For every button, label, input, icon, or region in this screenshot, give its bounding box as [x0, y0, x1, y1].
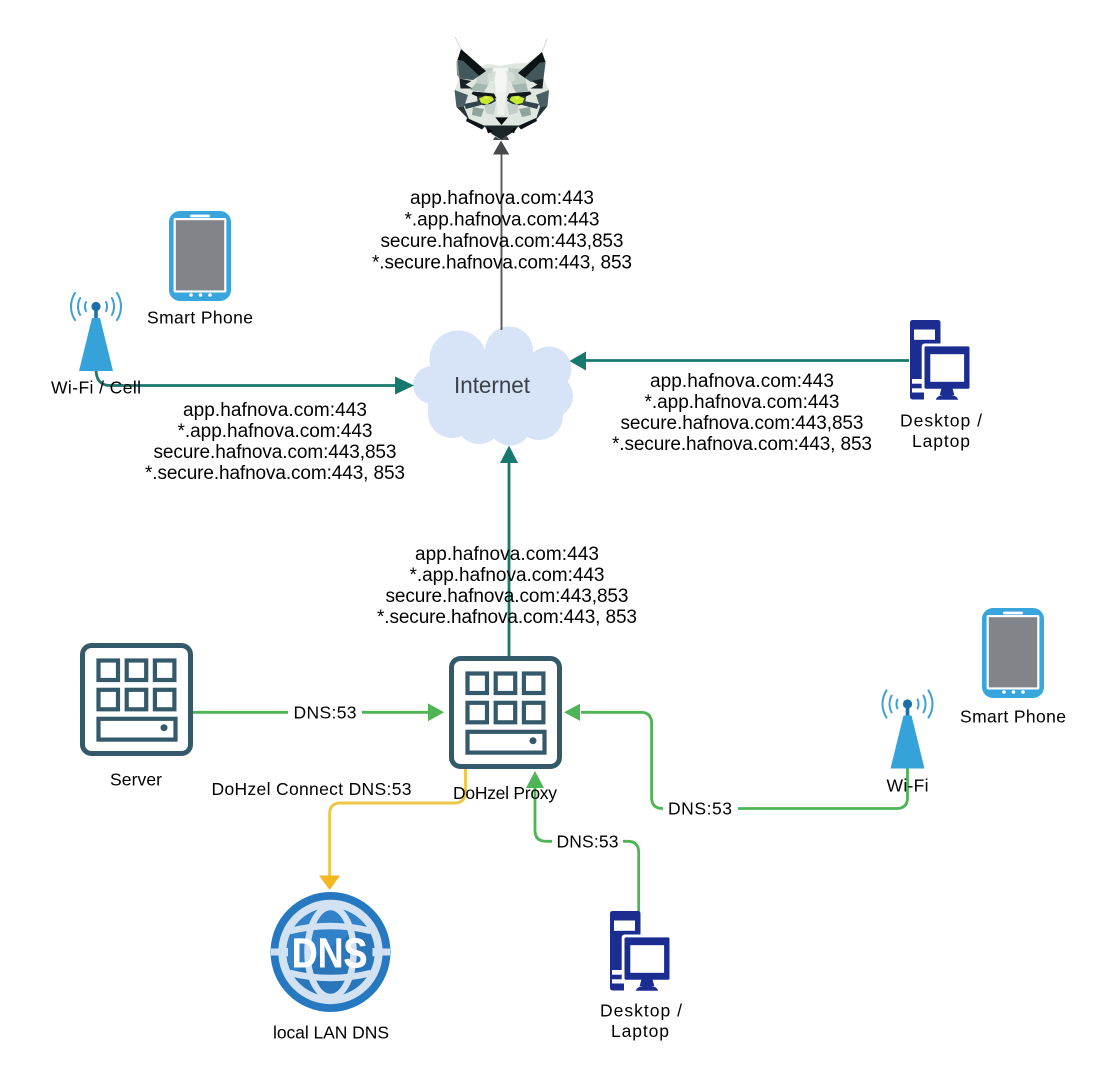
svg-text:DNS:53: DNS:53 [668, 799, 732, 819]
svg-text:app.hafnova.com:443: app.hafnova.com:443 [650, 371, 834, 392]
svg-text:*.app.hafnova.com:443: *.app.hafnova.com:443 [405, 210, 600, 231]
svg-text:Wi-Fi / Cell: Wi-Fi / Cell [51, 378, 141, 398]
svg-text:*.secure.hafnova.com:443, 853: *.secure.hafnova.com:443, 853 [377, 607, 637, 628]
svg-text:*.app.hafnova.com:443: *.app.hafnova.com:443 [178, 421, 373, 442]
svg-text:Internet: Internet [454, 372, 531, 398]
svg-text:*.app.hafnova.com:443: *.app.hafnova.com:443 [410, 565, 605, 586]
svg-text:Laptop: Laptop [611, 1021, 669, 1041]
svg-text:DNS:53: DNS:53 [294, 703, 357, 723]
svg-text:*.secure.hafnova.com:443, 853: *.secure.hafnova.com:443, 853 [145, 463, 405, 484]
svg-text:DoHzel Proxy: DoHzel Proxy [453, 783, 557, 803]
svg-text:Desktop /: Desktop / [900, 411, 982, 431]
svg-text:Desktop /: Desktop / [600, 1001, 682, 1021]
svg-text:Laptop: Laptop [912, 431, 970, 451]
svg-text:secure.hafnova.com:443,853: secure.hafnova.com:443,853 [154, 442, 397, 463]
svg-text:*.app.hafnova.com:443: *.app.hafnova.com:443 [645, 392, 840, 413]
svg-text:app.hafnova.com:443: app.hafnova.com:443 [410, 188, 594, 209]
svg-text:DNS: DNS [292, 929, 367, 976]
svg-text:secure.hafnova.com:443,853: secure.hafnova.com:443,853 [621, 413, 864, 434]
svg-text:*.secure.hafnova.com:443, 853: *.secure.hafnova.com:443, 853 [372, 253, 632, 274]
svg-text:Smart Phone: Smart Phone [960, 707, 1066, 727]
svg-text:*.secure.hafnova.com:443, 853: *.secure.hafnova.com:443, 853 [612, 434, 872, 455]
svg-text:local LAN DNS: local LAN DNS [273, 1023, 389, 1043]
svg-text:Server: Server [110, 770, 162, 790]
svg-text:Smart Phone: Smart Phone [147, 308, 253, 328]
svg-text:app.hafnova.com:443: app.hafnova.com:443 [415, 544, 599, 565]
svg-text:app.hafnova.com:443: app.hafnova.com:443 [183, 400, 367, 421]
svg-text:DoHzel Connect DNS:53: DoHzel Connect DNS:53 [212, 779, 412, 799]
svg-text:DNS: DNS [292, 929, 368, 976]
svg-text:DNS:53: DNS:53 [557, 832, 619, 852]
svg-text:Wi-Fi: Wi-Fi [887, 776, 929, 796]
svg-text:secure.hafnova.com:443,853: secure.hafnova.com:443,853 [386, 586, 629, 607]
svg-text:secure.hafnova.com:443,853: secure.hafnova.com:443,853 [381, 231, 624, 252]
